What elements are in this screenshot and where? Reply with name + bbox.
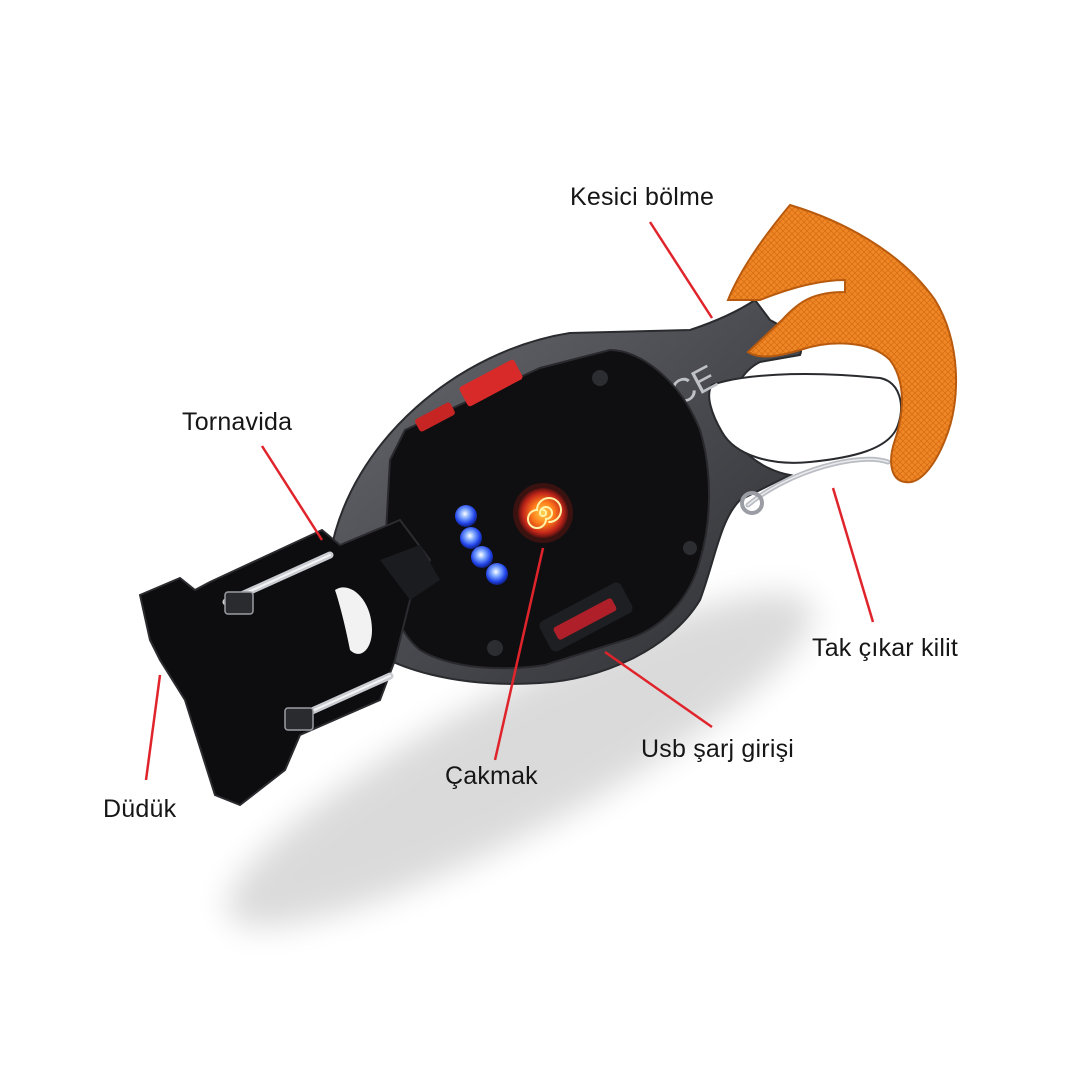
label-cutter: Kesici bölme: [570, 183, 715, 211]
drop-shadow: [226, 593, 814, 927]
led-array: [455, 505, 508, 585]
leader-usb: [604, 650, 713, 729]
leader-kesici: [648, 221, 714, 319]
label-screwdriver: Tornavida: [182, 408, 293, 436]
label-usb-charging-port: Usb şarj girişi: [641, 735, 795, 763]
leader-tornavida: [260, 445, 324, 541]
led-2: [460, 527, 482, 549]
leader-duduk: [144, 674, 162, 781]
usb-port: [539, 582, 633, 652]
label-whistle: Düdük: [103, 795, 177, 823]
label-lighter: Çakmak: [445, 762, 538, 790]
led-1: [455, 505, 477, 527]
screwdriver-whistle-assembly: [138, 518, 440, 807]
leader-tak-cikar: [831, 487, 875, 623]
spiral-coil-icon: [513, 483, 573, 543]
led-4: [486, 563, 508, 585]
label-quick-release-lock: Tak çıkar kilit: [812, 634, 959, 662]
leader-cakmak: [493, 547, 545, 761]
led-3: [471, 546, 493, 568]
cutter-blade: [726, 203, 958, 484]
leader-lines: [144, 221, 875, 781]
